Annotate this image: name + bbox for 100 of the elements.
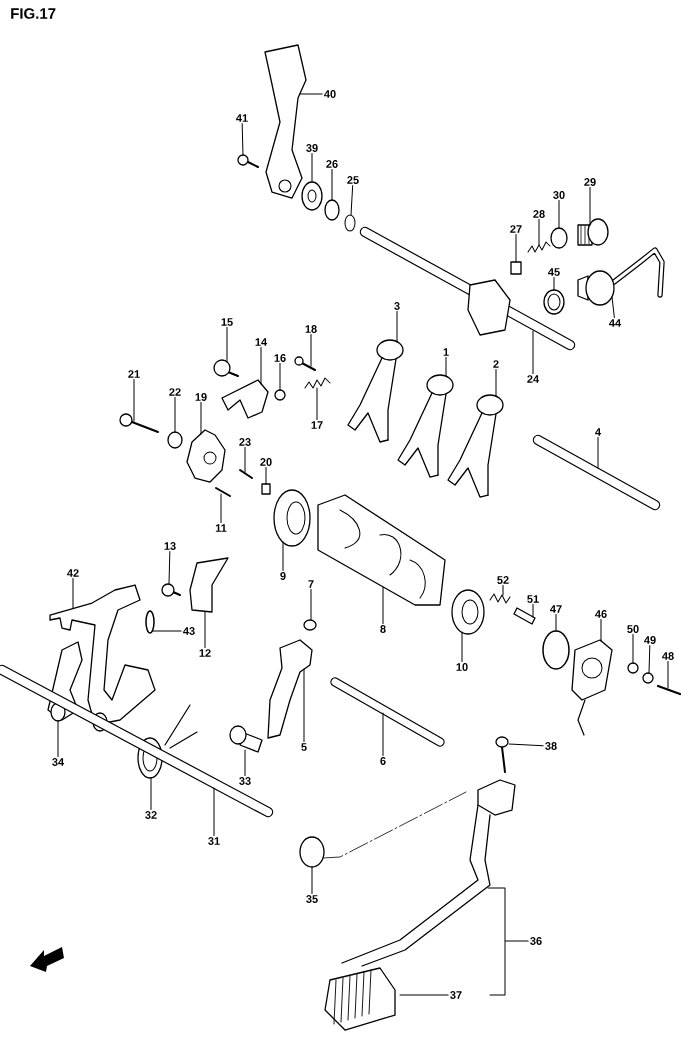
washer [167,431,183,449]
bolt [495,736,509,773]
leader-line [382,586,384,624]
cover [571,639,613,736]
callout-number: 35 [306,895,318,903]
callout-number: 44 [609,319,622,327]
bearing [301,181,323,211]
leader-line [204,611,206,648]
leader-line [150,777,152,810]
callout-number: 14 [255,338,268,346]
callout-number: 49 [644,636,656,644]
leader-line [174,397,176,433]
callout-number: 15 [221,318,233,326]
leader-line [532,330,534,374]
leader-line [311,866,313,894]
bearing [451,589,485,635]
shift-fork [397,374,454,478]
leader-line [508,743,544,747]
callout-number: 2 [493,360,499,368]
cap [299,836,325,868]
leader-line [597,437,599,469]
callout-number: 4 [595,428,601,436]
callout-number: 24 [527,375,540,383]
callout-number: 41 [236,114,248,122]
spring [145,610,155,634]
bolt [119,413,159,433]
callout-number: 21 [128,370,140,378]
spring [304,377,331,389]
leader-line [553,277,555,291]
callout-number: 1 [443,348,449,356]
leader-line [495,369,497,397]
shift-fork [347,339,404,443]
leader-line [133,379,135,422]
pin [303,619,317,631]
callout-number: 28 [533,210,545,218]
callout-number: 5 [301,743,307,751]
leader-line [282,541,284,571]
gearshift-shaft [0,664,274,818]
pin [239,469,253,479]
leader-line [57,720,59,757]
collar-arm [47,641,83,722]
plug [577,218,609,246]
cam-plate [186,429,226,483]
callout-number: 48 [662,652,674,660]
gearshift-arm [49,584,156,732]
callout-number: 22 [169,388,181,396]
leader-line [265,467,267,485]
leader-line [667,661,669,689]
gearshift-pedal [341,779,516,967]
leader-line [310,334,312,367]
fork-shaft [330,677,445,747]
pin [215,487,231,497]
bolt [161,583,181,597]
callout-number: 40 [324,90,336,98]
leader-line [632,634,634,664]
callout-number: 8 [380,625,386,633]
switch [577,247,665,306]
callout-number: 50 [627,625,639,633]
shift-fork [447,394,504,498]
callout-number: 31 [208,837,220,845]
washer [642,672,654,684]
washer [550,227,568,249]
leader-line [244,447,246,473]
callout-number: 38 [545,742,557,750]
bolt [229,725,263,753]
pedal-rubber [324,967,396,1031]
callout-number: 51 [527,595,539,603]
callout-number: 43 [183,627,195,635]
leader-line [445,357,447,377]
stopper-plate [221,379,269,419]
assembly-line [322,791,467,859]
leader-line [311,153,313,183]
leader-line [213,787,215,836]
callout-number: 47 [550,605,562,613]
leader-line [502,585,504,596]
leader-line [600,619,602,642]
callout-number: 19 [195,393,207,401]
callout-number: 9 [280,572,286,580]
leader-line [200,402,202,435]
leader-line [350,185,354,216]
leader-line [399,994,449,996]
leader-line [279,363,281,391]
callout-number: 6 [380,757,386,765]
callout-number: 39 [306,144,318,152]
shift-fork [267,639,313,739]
bolt [237,154,259,168]
spring [489,593,511,604]
callout-number: 46 [595,610,607,618]
callout-number: 18 [305,325,317,333]
bearing [273,489,311,547]
leader-line [538,219,540,246]
callout-number: 23 [239,438,251,446]
callout-number: 12 [199,649,211,657]
callout-number: 7 [308,580,314,588]
o-ring [542,630,570,670]
figure-title: FIG.17 [11,8,56,19]
callout-number: 26 [326,160,338,168]
callout-number: 29 [584,178,596,186]
callout-number: 52 [497,576,509,584]
cam-stopper [189,557,229,613]
